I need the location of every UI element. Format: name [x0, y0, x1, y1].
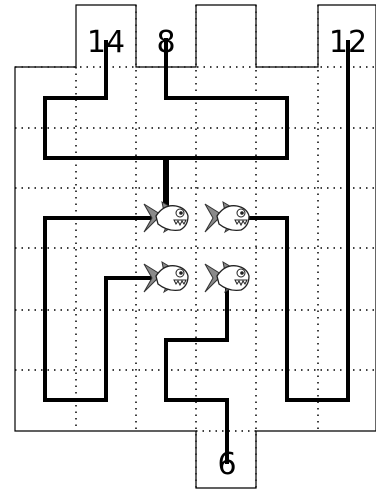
- grid-lines: [15, 5, 376, 488]
- piranha-icon: [205, 262, 249, 292]
- path-from-14: [45, 42, 165, 400]
- label-14: 14: [87, 25, 125, 60]
- label-12: 12: [329, 25, 367, 60]
- label-8: 8: [156, 25, 175, 60]
- label-6: 6: [217, 447, 236, 482]
- piranha-icon: [205, 202, 249, 232]
